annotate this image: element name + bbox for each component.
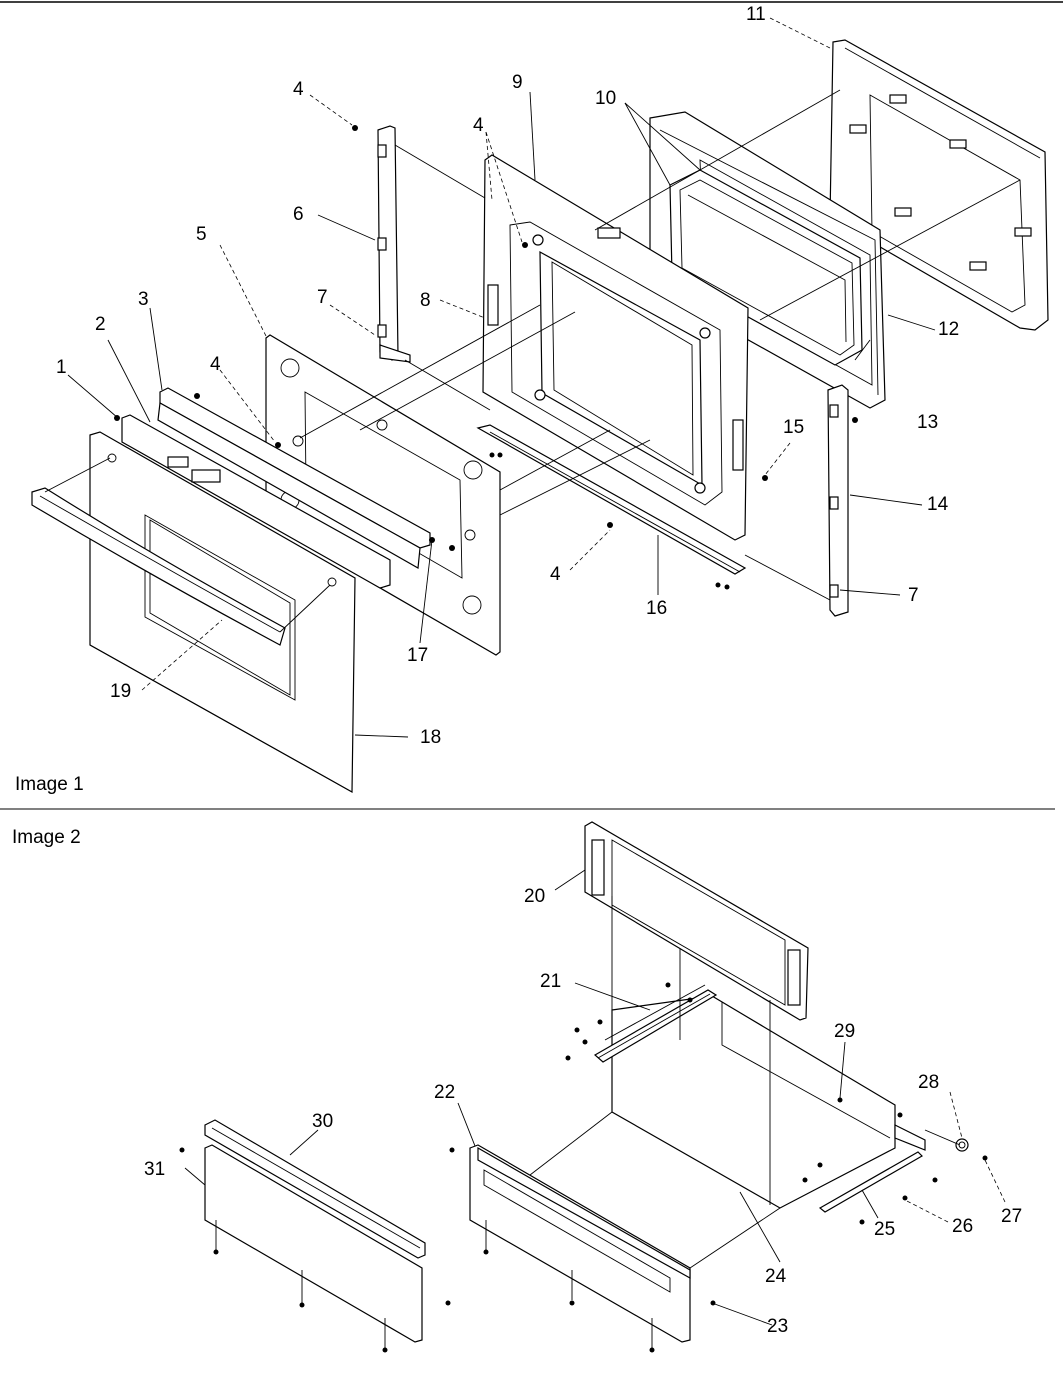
callout-9: 9: [512, 72, 523, 93]
callout-11: 11: [746, 4, 766, 25]
callout-25: 25: [874, 1219, 895, 1240]
callout-16: 16: [646, 598, 667, 619]
callout-3: 3: [138, 289, 149, 310]
callout-6: 6: [293, 204, 304, 225]
callout-22: 22: [434, 1082, 455, 1103]
callout-13: 13: [917, 412, 938, 433]
callout-2: 2: [95, 314, 106, 335]
part-11-outer-frame: [829, 39, 1049, 331]
callout-21: 21: [540, 971, 561, 992]
leader-lines: [67, 17, 1006, 1326]
image-1-assembly-lines: [44, 89, 1021, 793]
callout-labels: 1 2 3 4 4 4 4 5 6 7 7 8 9 10 11 12 13 14…: [56, 4, 1022, 1337]
callout-4a: 4: [293, 79, 304, 100]
callout-18: 18: [420, 727, 441, 748]
image-2-screws: [179, 982, 988, 1353]
callout-10: 10: [595, 88, 616, 109]
callout-26: 26: [952, 1216, 973, 1237]
callout-14: 14: [927, 494, 949, 515]
part-2-control-bracket: [121, 414, 391, 589]
part-16-bottom-channel: [476, 424, 747, 575]
callout-23: 23: [767, 1316, 788, 1337]
image-2-assembly-lines: [215, 896, 961, 1348]
callout-4c: 4: [210, 354, 221, 375]
image-2-drawer-assembly: [179, 821, 988, 1353]
part-6-hinge-channel: [377, 125, 411, 363]
image-1-door-assembly: [31, 39, 1049, 794]
part-30-trim: [204, 1119, 426, 1259]
callout-30: 30: [312, 1111, 333, 1132]
callout-20: 20: [524, 886, 545, 907]
callout-8: 8: [420, 290, 431, 311]
part-14-hinge-channel: [827, 384, 849, 617]
part-20-rear-panel: [584, 821, 809, 1021]
callout-27: 27: [1001, 1206, 1022, 1227]
callout-29: 29: [834, 1021, 855, 1042]
callout-1: 1: [56, 357, 67, 378]
callout-28: 28: [918, 1072, 939, 1093]
callout-4b: 4: [473, 115, 484, 136]
callout-15: 15: [783, 417, 804, 438]
part-25-slide: [818, 1124, 926, 1213]
callout-12: 12: [938, 319, 959, 340]
image-1-screws: [114, 125, 858, 590]
callout-24: 24: [765, 1266, 787, 1287]
part-28-bumper: [955, 1138, 969, 1152]
part-21-rail: [593, 989, 718, 1063]
part-19-handle: [31, 487, 286, 646]
part-22-drawer-front: [469, 1144, 691, 1343]
callout-4d: 4: [550, 564, 561, 585]
panel-label-image-2: Image 2: [12, 827, 81, 848]
callout-17: 17: [407, 645, 428, 666]
callout-19: 19: [110, 681, 131, 702]
callout-7b: 7: [908, 585, 919, 606]
callout-7a: 7: [317, 287, 328, 308]
part-31-front-panel: [204, 1144, 423, 1343]
callout-31: 31: [144, 1159, 165, 1180]
part-9-inner-liner: [482, 154, 749, 541]
callout-5: 5: [196, 224, 207, 245]
panel-label-image-1: Image 1: [15, 774, 84, 795]
